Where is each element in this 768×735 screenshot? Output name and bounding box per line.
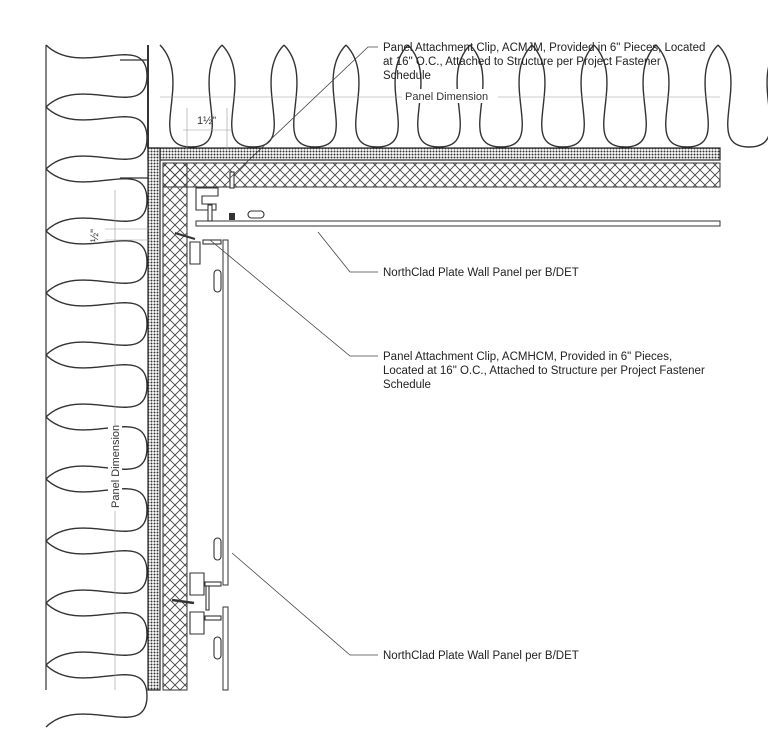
insulation-lobe <box>717 44 768 148</box>
panel-side-lower <box>222 606 229 691</box>
insulation-lobe <box>45 540 148 604</box>
insulation-lobe <box>45 602 148 666</box>
insulation-lobe <box>345 44 409 148</box>
clip-top-label-line3: Schedule <box>383 70 431 82</box>
panel-dimension-horizontal: Panel Dimension <box>405 91 488 103</box>
insulation-left <box>45 44 148 728</box>
sheathing-band <box>147 147 721 691</box>
insulation-lobe <box>45 106 148 170</box>
insulation-lobe <box>45 664 148 728</box>
insulation-lobe <box>531 44 595 148</box>
clip-side-label-line1: Panel Attachment Clip, ACMHCM, Provided … <box>383 351 672 363</box>
insulation-lobe <box>221 44 285 148</box>
insulation-top <box>159 44 768 148</box>
insulation-lobe <box>159 44 223 148</box>
insulation-lobe <box>45 416 148 480</box>
gap-dimension-top: 1½" <box>197 115 216 127</box>
insulation-lobe <box>45 292 148 356</box>
clip-top-label-line1: Panel Attachment Clip, ACMJM, Provided i… <box>383 42 705 54</box>
insulation-lobe <box>45 44 148 108</box>
leader-lines <box>209 46 378 656</box>
insulation-lobe <box>469 44 533 148</box>
clip-side-label-line2: Located at 16" O.C., Attached to Structu… <box>383 365 705 377</box>
insulation-lobe <box>655 44 719 148</box>
insulation-lobe <box>407 44 471 148</box>
clip-side-label-line3: Schedule <box>383 379 431 391</box>
insulation-lobe <box>45 168 148 232</box>
rigid-insulation <box>162 162 721 691</box>
panel-top <box>195 220 721 227</box>
gap-dimension-side: ½" <box>89 229 101 242</box>
panel-bottom-label: NorthClad Plate Wall Panel per B/DET <box>383 650 579 662</box>
insulation-lobe <box>283 44 347 148</box>
dim-label-bg <box>108 425 122 511</box>
insulation-lobe <box>593 44 657 148</box>
clip-acmjm <box>195 171 265 222</box>
panel-top-label: NorthClad Plate Wall Panel per B/DET <box>383 267 579 279</box>
panel-dimension-vertical: Panel Dimension <box>110 425 122 508</box>
insulation-lobe <box>45 478 148 542</box>
panel-side-upper <box>222 239 229 586</box>
clip-acmhcm-lower <box>171 537 222 660</box>
insulation-lobe <box>45 230 148 294</box>
dim-label-bg <box>402 89 498 103</box>
clip-top-label-line2: at 16" O.C., Attached to Structure per P… <box>383 56 661 68</box>
insulation-lobe <box>45 354 148 418</box>
